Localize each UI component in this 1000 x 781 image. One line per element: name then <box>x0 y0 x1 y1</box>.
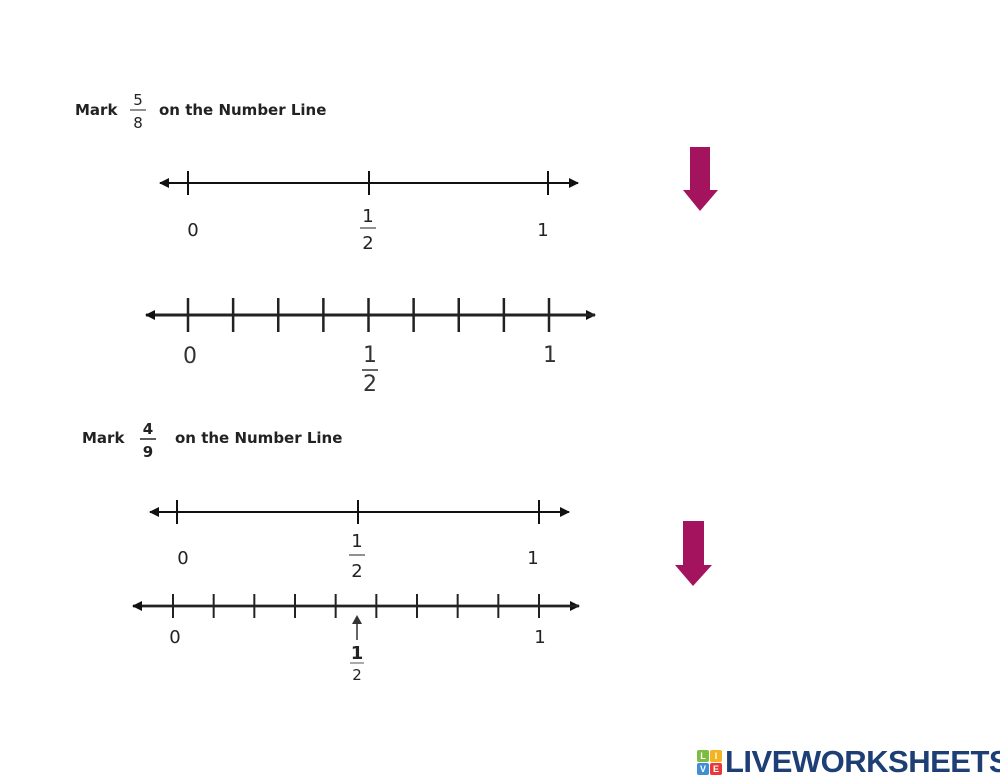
logo-tiles: L I V E <box>697 749 722 775</box>
logo-tile: L <box>697 749 709 762</box>
problem-2-title: Mark 4 9 on the Number Line <box>82 420 342 461</box>
problem-1-title: Mark 5 8 on the Number Line <box>75 91 326 132</box>
label-zero: 0 <box>169 627 180 648</box>
logo-text: LIVEWORKSHEETS <box>725 744 1000 779</box>
number-line-eighths[interactable]: 0 1 2 1 <box>145 298 596 397</box>
label-half-numerator: 1 <box>351 531 362 552</box>
label-half-denominator: 2 <box>352 666 362 684</box>
label-half-denominator: 2 <box>351 561 362 582</box>
logo-tile: V <box>697 762 709 775</box>
label-half-denominator: 2 <box>363 372 377 397</box>
title-suffix: on the Number Line <box>175 429 342 447</box>
down-arrow-icon <box>675 521 712 586</box>
title-prefix: Mark <box>82 429 125 447</box>
logo-tile: I <box>710 749 722 762</box>
fraction-numerator: 4 <box>143 420 153 438</box>
label-one: 1 <box>537 220 548 241</box>
logo-tile: E <box>710 762 722 775</box>
down-arrow-icon <box>683 147 718 211</box>
label-zero: 0 <box>187 220 198 241</box>
label-one: 1 <box>534 627 545 648</box>
number-line-halves-2: 0 1 2 1 <box>149 500 570 582</box>
title-suffix: on the Number Line <box>159 101 326 119</box>
title-prefix: Mark <box>75 101 118 119</box>
label-zero: 0 <box>177 548 188 569</box>
half-pointer-arrow-icon <box>352 615 362 624</box>
label-half-numerator: 1 <box>351 643 364 664</box>
liveworksheets-logo: L I V E LIVEWORKSHEETS <box>697 744 1000 780</box>
number-line-halves-1: 0 1 2 1 <box>159 171 579 254</box>
label-zero: 0 <box>183 344 197 369</box>
fraction-numerator: 5 <box>133 91 143 109</box>
label-half-denominator: 2 <box>362 233 373 254</box>
label-half-numerator: 1 <box>362 206 373 227</box>
label-one: 1 <box>543 343 557 368</box>
fraction-denominator: 9 <box>143 443 153 461</box>
label-half-numerator: 1 <box>363 343 377 368</box>
fraction-denominator: 8 <box>133 114 143 132</box>
number-line-ninths[interactable]: 0 1 2 1 <box>132 594 580 684</box>
label-one: 1 <box>527 548 538 569</box>
